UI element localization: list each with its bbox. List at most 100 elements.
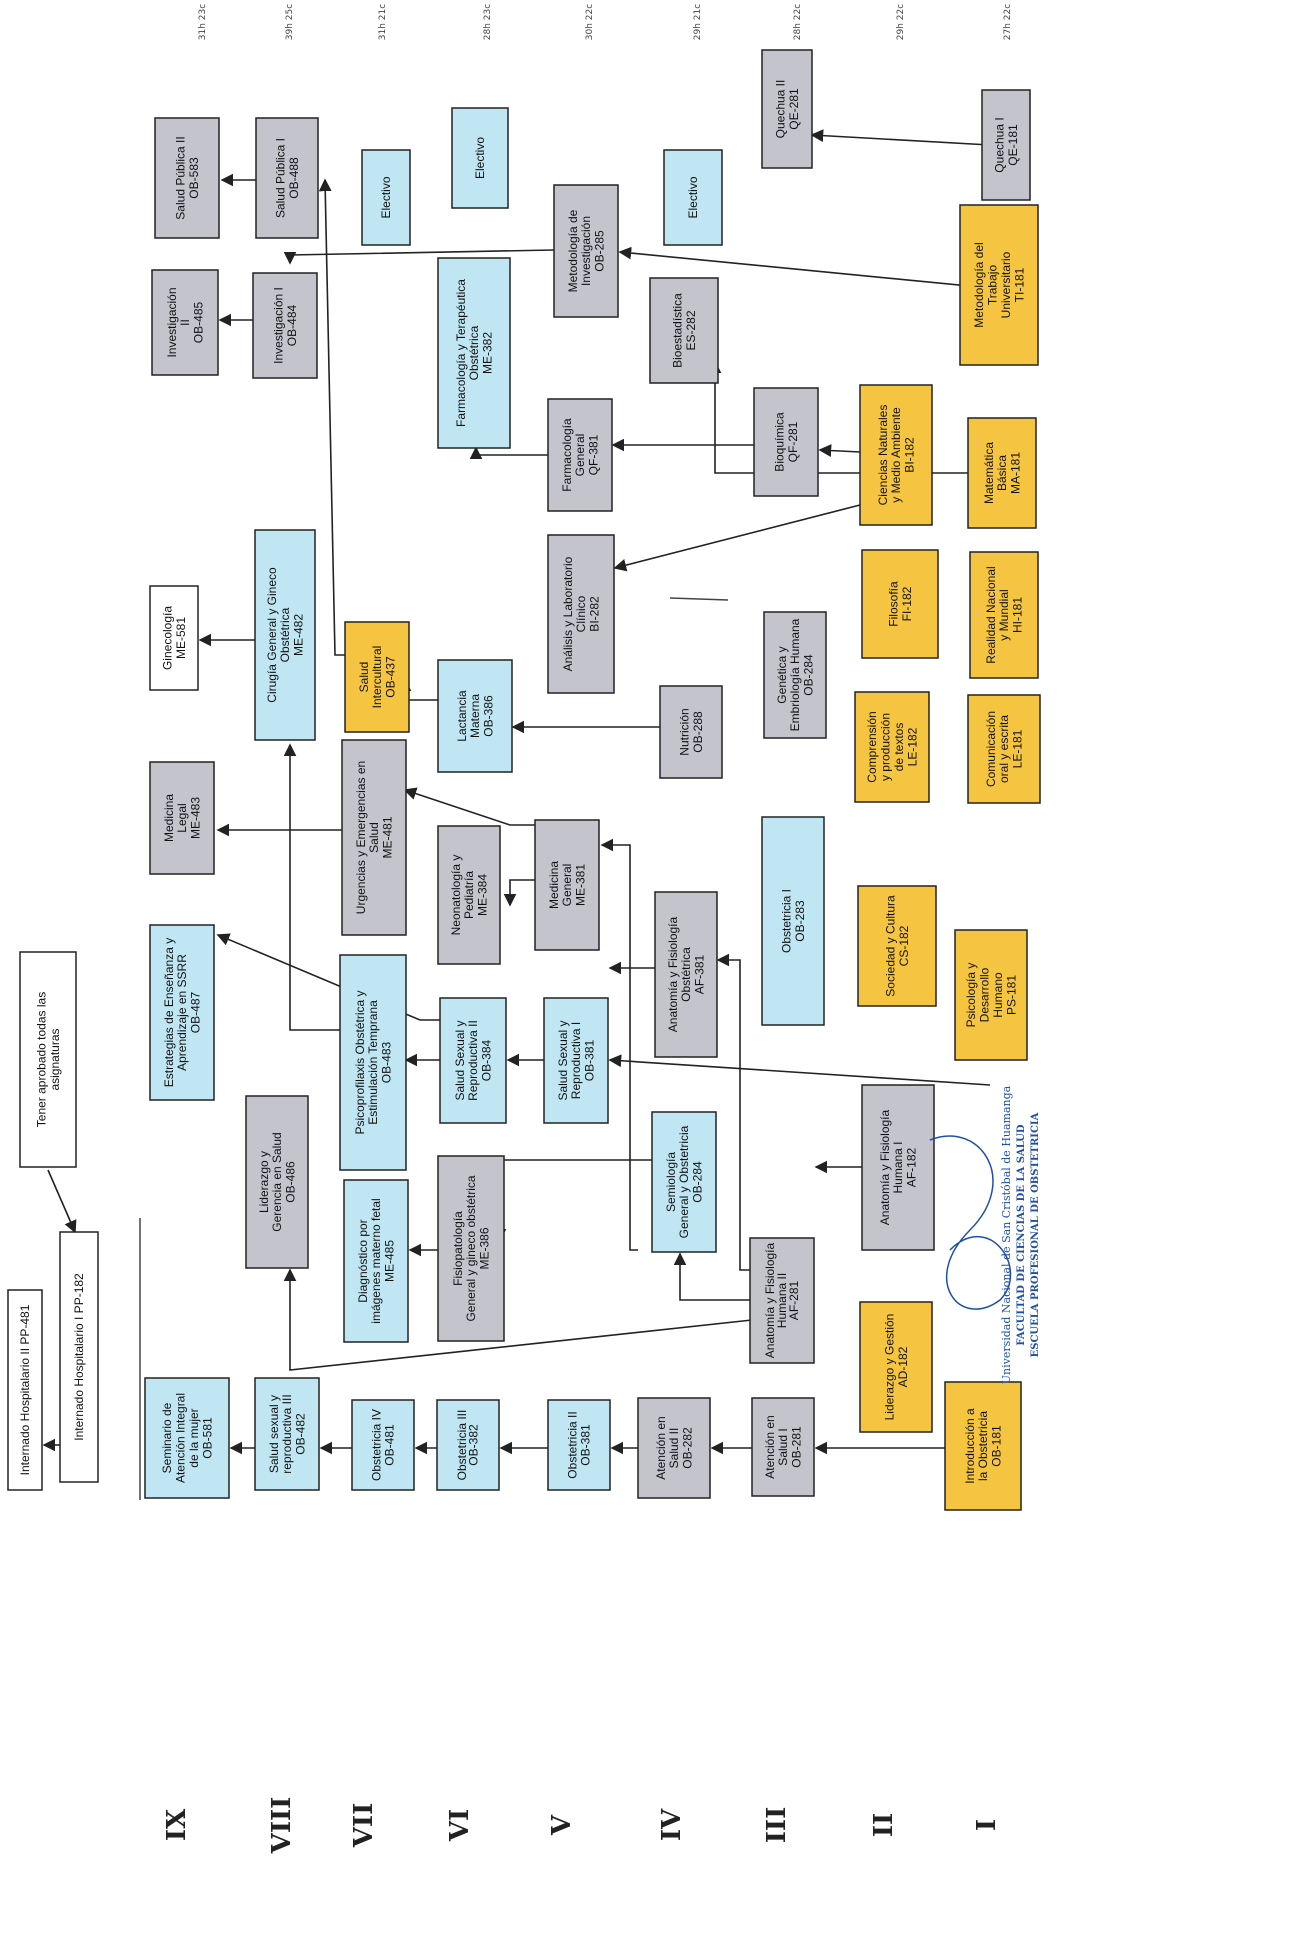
course-box[interactable]: Farmacología y TerapéuticaObstétricaME-3… [437, 257, 511, 449]
course-box[interactable]: Internado Hospitalario I PP-182 [59, 1231, 99, 1483]
semester-label: VII [349, 1803, 379, 1849]
course-label-line: PS-181 [1004, 975, 1018, 1015]
course-box[interactable]: Salud Pública IOB-488 [255, 117, 319, 239]
course-box[interactable]: Metodología delTrabajoUniversitarioTI-18… [959, 204, 1039, 366]
course-box[interactable]: Urgencias y Emergencias enSaludME-481 [341, 739, 407, 936]
course-box[interactable]: Liderazgo yGerencia en SaludOB-486 [245, 1095, 309, 1269]
course-box[interactable]: Obstetricia IVOB-481 [351, 1399, 415, 1491]
course-box[interactable]: Comunicaciónoral y escritaLE-181 [967, 694, 1041, 804]
course-box[interactable]: Genética yEmbriología HumanaOB-284 [763, 611, 827, 739]
course-box[interactable]: Obstetricia IIOB-381 [547, 1399, 611, 1491]
course-box[interactable]: Anatomía y FisiologíaHumana IIAF-281 [749, 1237, 815, 1364]
course-box[interactable]: MedicinaGeneralME-381 [534, 819, 600, 951]
course-box[interactable]: Anatomía y FisiologíaHumana IAF-182 [861, 1084, 935, 1251]
course-box-fill [857, 885, 937, 1007]
course-box-fill [339, 954, 407, 1171]
course-box[interactable]: Introducción ala ObstetriciaOB-181 [944, 1381, 1022, 1511]
course-box[interactable]: Neonatología yPediatríaME-384 [437, 825, 501, 965]
course-label-line: Lactancia [455, 690, 469, 742]
course-box[interactable]: Salud Pública IIOB-583 [154, 117, 220, 239]
course-box[interactable]: Atención enSalud IIOB-282 [637, 1397, 711, 1499]
course-box[interactable]: Tener aprobado todas lasasignaturas [19, 951, 77, 1168]
course-box[interactable]: Diagnóstico porimágenes materno fetalME-… [343, 1179, 409, 1343]
course-label-line: Cirugía General y Gineco [265, 567, 279, 703]
course-label: Genética yEmbriología HumanaOB-284 [775, 618, 816, 731]
course-box[interactable]: MedicinaLegalME-483 [149, 761, 215, 875]
course-box[interactable]: BioestadísticaES-282 [649, 277, 719, 384]
course-box[interactable]: Análisis y LaboratorioClínicoBI-282 [547, 534, 615, 694]
course-box[interactable]: Quechua IIQE-281 [761, 49, 813, 169]
course-box[interactable]: Electivo [663, 149, 723, 246]
course-label-line: General y gineco obstétrica [464, 1175, 478, 1321]
course-box[interactable]: LactanciaMaternaOB-386 [437, 659, 513, 773]
course-box[interactable]: Salud Sexual yReproductiva IOB-381 [543, 997, 609, 1124]
course-label: FarmacologíaGeneralQF-381 [560, 418, 601, 492]
course-label-line: Salud [357, 662, 371, 693]
course-box[interactable]: NutriciónOB-288 [659, 685, 723, 779]
course-box[interactable]: Comprensióny producciónde textosLE-182 [854, 691, 930, 803]
course-box[interactable]: Metodología deInvestigaciónOB-285 [553, 184, 619, 318]
course-box[interactable]: SemiologíaGeneral y ObstetriciaOB-284 [651, 1111, 717, 1253]
course-label-line: General [560, 864, 574, 907]
course-box[interactable]: Psicoprofilaxis Obstétrica yEstimulación… [339, 954, 407, 1171]
course-box-fill [144, 1377, 230, 1499]
course-box[interactable]: Electivo [451, 107, 509, 209]
course-label: InvestigaciónIIOB-485 [165, 287, 206, 357]
course-label-line: Filosofía [886, 581, 900, 627]
course-label: Atención enSalud IIOB-282 [654, 1416, 695, 1479]
course-label-line: Neonatología y [449, 855, 463, 936]
course-box[interactable]: Electivo [361, 149, 411, 246]
course-box[interactable]: Ciencias Naturalesy Medio AmbienteBI-182 [859, 384, 933, 526]
course-label-line: ME-481 [381, 816, 395, 858]
course-box[interactable]: FisiopatologíaGeneral y gineco obstétric… [437, 1155, 505, 1342]
course-box[interactable]: Seminario deAtención Integralde la mujer… [144, 1377, 230, 1499]
course-label-line: Internado Hospitalario I PP-182 [72, 1273, 86, 1441]
course-box[interactable]: Investigación IOB-484 [252, 272, 318, 379]
course-label-line: Salud Pública I [273, 138, 287, 218]
course-box[interactable]: BioquímicaQF-281 [753, 387, 819, 497]
course-label: NutriciónOB-288 [677, 708, 704, 755]
course-box[interactable]: FarmacologíaGeneralQF-381 [547, 398, 613, 512]
course-box-fill [437, 1155, 505, 1342]
course-label-line: Análisis y Laboratorio [561, 556, 575, 671]
course-label: LactanciaMaternaOB-386 [455, 690, 496, 742]
course-box[interactable]: Salud sexual yreproductiva IIIOB-482 [254, 1377, 320, 1491]
course-box[interactable]: Liderazgo y GestiónAD-182 [859, 1301, 933, 1433]
course-label-line: Metodología del [972, 242, 986, 327]
course-box[interactable]: Quechua IQE-181 [981, 89, 1031, 201]
course-box-fill [663, 149, 723, 246]
course-box[interactable]: Sociedad y CulturaCS-182 [857, 885, 937, 1007]
course-label: SaludInterculturalOB-437 [357, 646, 398, 709]
course-box[interactable]: FilosofíaFI-182 [861, 549, 939, 659]
course-label: Diagnóstico porimágenes materno fetalME-… [356, 1198, 397, 1323]
course-box[interactable]: Anatomía y FisiologíaObstétricaAF-381 [654, 891, 718, 1058]
course-box[interactable]: GinecologíaME-581 [149, 585, 199, 691]
course-box-fill [751, 1397, 815, 1497]
course-box[interactable]: Psicología yDesarrolloHumanoPS-181 [954, 929, 1028, 1061]
course-label: Electivo [473, 137, 487, 179]
course-label-line: Humana I [891, 1141, 905, 1193]
course-label: Obstetricia IVOB-481 [370, 1409, 397, 1481]
course-box[interactable]: Obstetricia IIIOB-382 [436, 1399, 500, 1491]
course-box-fill [361, 149, 411, 246]
course-label-line: OB-486 [284, 1161, 298, 1203]
semester-credit-note: 28h 22c [793, 4, 803, 40]
course-box-fill [954, 929, 1028, 1061]
course-box[interactable]: Realidad Nacionaly MundialHI-181 [969, 551, 1039, 679]
course-box[interactable]: MatemáticaBásicaMA-181 [967, 417, 1037, 529]
course-box[interactable]: InvestigaciónIIOB-485 [151, 269, 219, 376]
course-box[interactable]: Atención enSalud IOB-281 [751, 1397, 815, 1497]
course-box[interactable]: Estrategias de Enseñanza yAprendizaje en… [149, 924, 215, 1101]
university-stamp: Universidad Nacional de San Cristóbal de… [929, 1085, 1041, 1384]
course-box-fill [59, 1231, 99, 1483]
course-box[interactable]: Obstetricia IOB-283 [761, 816, 825, 1026]
course-label: Atención enSalud IOB-281 [763, 1415, 804, 1478]
course-box[interactable]: Cirugía General y GinecoObstétricaME-482 [254, 529, 316, 741]
course-label-line: ME-581 [174, 617, 188, 659]
course-box[interactable]: Salud Sexual yReproductiva IIOB-384 [439, 997, 507, 1124]
course-label-line: Intercultural [370, 646, 384, 709]
course-label-line: LE-181 [1011, 729, 1025, 768]
course-box[interactable]: Internado Hospitalario II PP-481 [7, 1289, 43, 1491]
course-box[interactable]: SaludInterculturalOB-437 [344, 621, 410, 733]
